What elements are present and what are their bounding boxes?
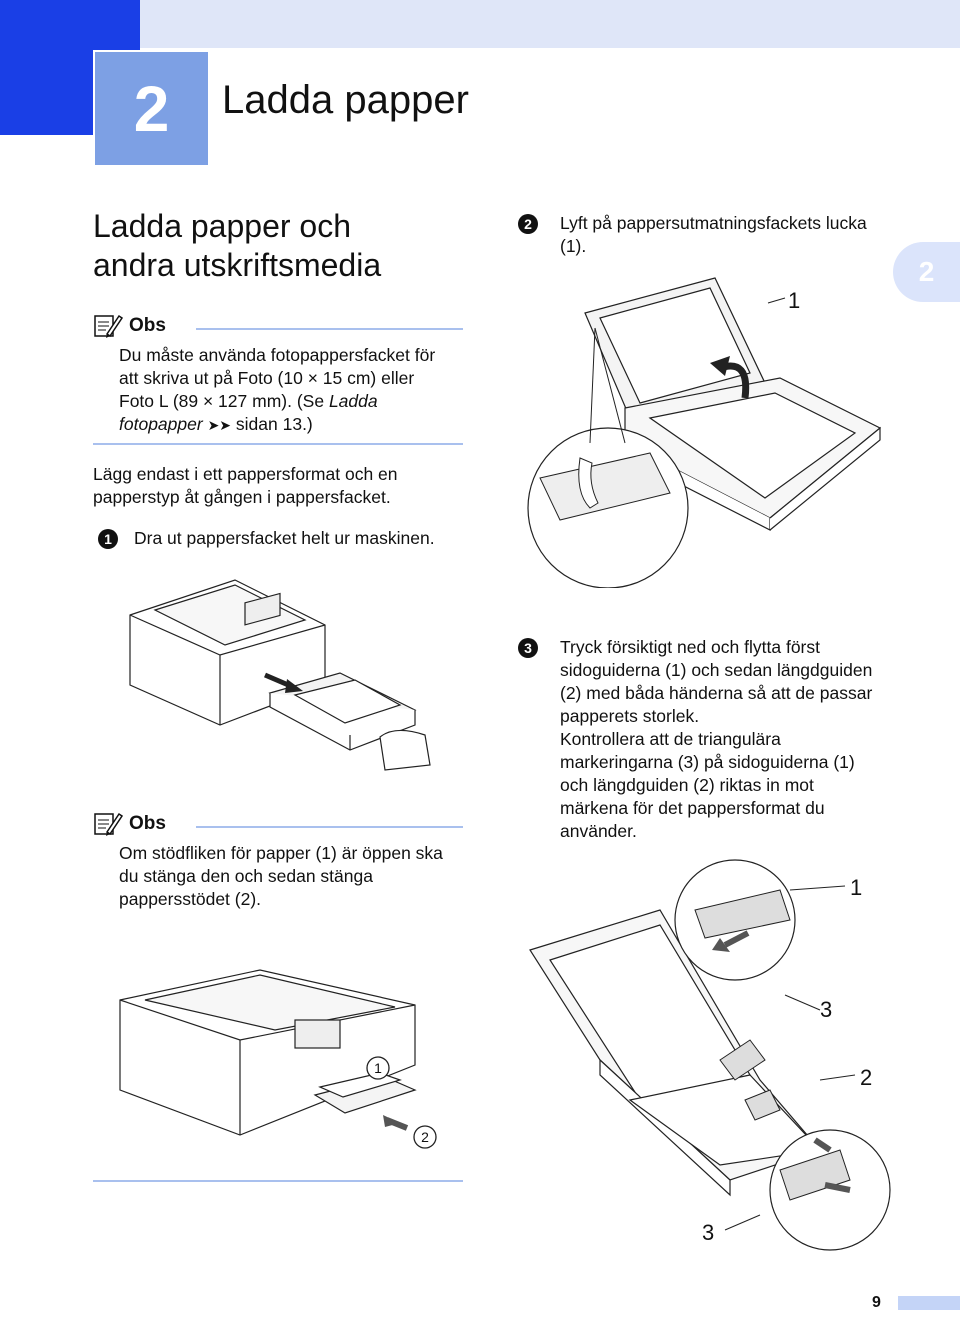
figure-tray-lid-lift: 1 <box>527 277 882 588</box>
step-number-3: 3 <box>518 638 538 658</box>
note-link-text[interactable]: Ladda <box>328 391 378 411</box>
step-3-line: Tryck försiktigt ned och flytta först <box>560 637 820 657</box>
note-line: att skriva ut på Foto (10 × 15 cm) eller <box>119 368 415 388</box>
page-number: 9 <box>872 1294 881 1311</box>
callout-3-text: 3 <box>702 1220 714 1245</box>
step-number-2: 2 <box>518 214 538 234</box>
callout-3-text: 3 <box>820 997 832 1022</box>
intro-paragraph: Lägg endast i ett pappersformat och en p… <box>93 463 473 509</box>
note-line: pappersstödet (2). <box>119 889 262 909</box>
note-line: Om stödfliken för papper (1) är öppen sk… <box>119 843 443 863</box>
callout-1-text: 1 <box>850 875 862 900</box>
note-line: Du måste använda fotopappersfacket för <box>119 345 436 365</box>
note-header: Obs <box>93 312 463 340</box>
step-3-line: sidoguiderna (1) och sedan längdguiden <box>560 660 873 680</box>
intro-line: papperstyp åt gången i pappersfacket. <box>93 487 391 507</box>
step-3: 3 Tryck försiktigt ned och flytta först … <box>518 636 872 843</box>
side-chapter-tab: 2 <box>893 242 960 302</box>
step-3-line: märkena för det pappersformat du <box>560 798 825 818</box>
step-3-line: markeringarna (3) på sidoguiderna (1) <box>560 752 855 772</box>
figure-printer-paper-support: 1 2 <box>119 969 437 1149</box>
step-1-text: Dra ut pappersfacket helt ur maskinen. <box>134 528 435 548</box>
pencil-note-icon <box>94 314 123 338</box>
step-2-text: Lyft på pappersutmatningsfackets lucka (… <box>560 212 867 258</box>
page-number-bar <box>898 1296 960 1310</box>
figure-paper-guides: 1 3 2 3 <box>529 859 891 1251</box>
note-text: Du måste använda fotopappersfacket för a… <box>93 344 463 437</box>
step-2: 2 Lyft på pappersutmatningsfackets lucka… <box>518 212 867 258</box>
step-3-line: (2) med båda händerna så att de passar <box>560 683 873 703</box>
note-text-span: sidan 13.) <box>235 414 313 434</box>
note-line: fotopapper ➤➤ sidan 13.) <box>119 413 463 437</box>
note-label: Obs <box>129 315 166 336</box>
step-2-line: (1). <box>560 236 587 256</box>
step-3-text: Tryck försiktigt ned och flytta först si… <box>560 636 872 843</box>
header-band <box>140 0 960 48</box>
note-text: Om stödfliken för papper (1) är öppen sk… <box>93 842 463 911</box>
callout-1-text: 1 <box>374 1060 382 1076</box>
step-3-line: Kontrollera att de triangulära <box>560 729 781 749</box>
note-rule-top <box>195 328 463 330</box>
section-title: Ladda papper och andra utskriftsmedia <box>93 207 453 285</box>
callout-2-text: 2 <box>860 1065 872 1090</box>
chapter-number: 2 <box>133 72 170 145</box>
step-3-line: papperets storlek. <box>560 706 700 726</box>
note-header: Obs <box>93 810 463 838</box>
section-title-line1: Ladda papper och <box>93 208 351 244</box>
callout-1-text: 1 <box>788 288 800 313</box>
callout-2-text: 2 <box>421 1129 429 1145</box>
note-line: Foto L (89 × 127 mm). (Se Ladda <box>119 390 463 413</box>
section-title-line2: andra utskriftsmedia <box>93 247 382 283</box>
side-tab-number: 2 <box>918 256 935 287</box>
note-rule-top <box>195 826 463 828</box>
note-rule-bottom <box>93 443 463 445</box>
figure-printer-tray-out <box>129 579 431 771</box>
note-box-2: Obs Om stödfliken för papper (1) är öppe… <box>93 810 463 911</box>
step-2-line: Lyft på pappersutmatningsfackets lucka <box>560 213 867 233</box>
intro-line: Lägg endast i ett pappersformat och en <box>93 464 398 484</box>
chapter-title: Ladda papper <box>222 78 469 122</box>
pencil-note-icon <box>94 812 123 836</box>
step-3-line: och längdguiden (2) riktas in mot <box>560 775 814 795</box>
step-number-1: 1 <box>98 528 118 549</box>
note-link-text[interactable]: fotopapper <box>119 414 203 434</box>
note-2-bottom-rule <box>93 1180 463 1182</box>
note-label: Obs <box>129 813 166 834</box>
chapter-number-box: 2 <box>93 50 210 167</box>
note-text-span: Foto L (89 × 127 mm). (Se <box>119 391 325 411</box>
note-box-1: Obs Du måste använda fotopappersfacket f… <box>93 312 463 445</box>
step-3-line: använder. <box>560 821 637 841</box>
double-arrow-icon: ➤➤ <box>207 417 232 433</box>
note-line: du stänga den och sedan stänga <box>119 866 373 886</box>
step-1: 1 Dra ut pappersfacket helt ur maskinen. <box>98 527 435 550</box>
